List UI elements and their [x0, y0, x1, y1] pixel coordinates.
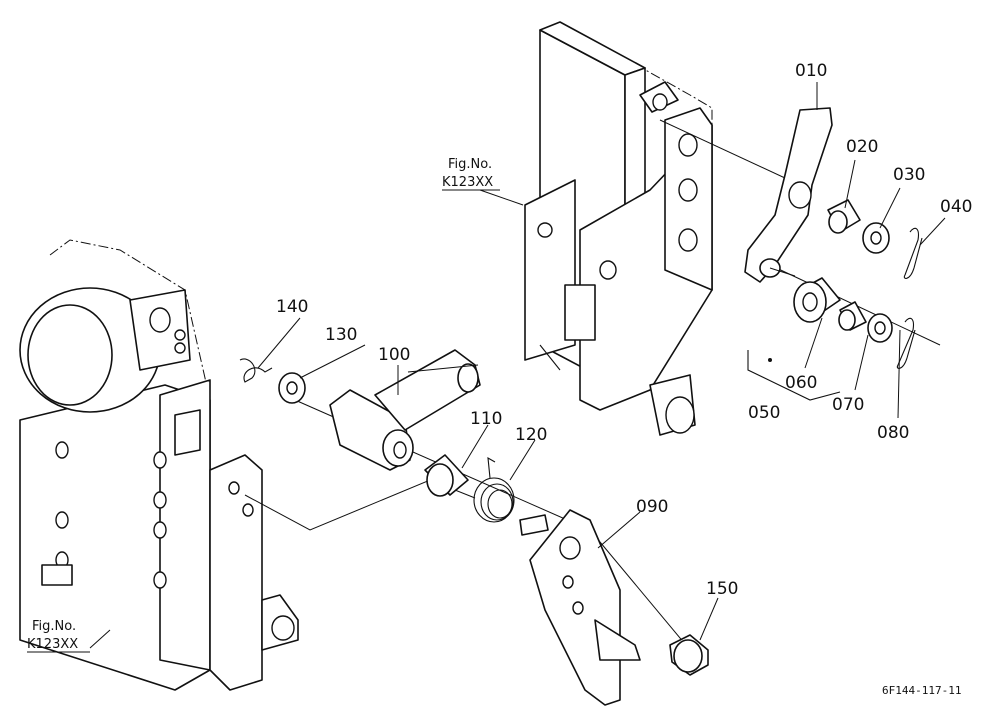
part-150-bolt: [669, 634, 709, 676]
part-080-pin: [896, 317, 916, 369]
part-110-sleeve: [424, 454, 469, 497]
fig-reference-lower: Fig.No. K123XX: [27, 619, 90, 653]
fig-ref-upper-line1: Fig.No.: [448, 157, 492, 172]
part-050-collar: [793, 277, 841, 323]
callout-040: 040: [940, 197, 972, 217]
part-030-washer: [862, 222, 890, 254]
fig-ref-upper-line2: K123XX: [442, 175, 493, 190]
callout-120: 120: [515, 425, 547, 445]
callout-050: 050: [748, 403, 780, 423]
part-100-arm: [329, 349, 481, 471]
part-140-clip: [239, 358, 273, 383]
callout-130: 130: [325, 325, 357, 345]
callout-030: 030: [893, 165, 925, 185]
upper-bracket-assembly: [524, 21, 713, 436]
part-010-lever: [744, 107, 833, 283]
callout-110: 110: [470, 409, 502, 429]
drawing-code: 6F144-117-11: [882, 684, 961, 697]
part-090-plate: [519, 509, 641, 706]
part-050-group-bracket: [747, 350, 841, 401]
fig-ref-lower-line2: K123XX: [27, 637, 78, 652]
lower-bracket-assembly: [19, 239, 299, 691]
part-070-washer: [867, 313, 893, 343]
part-120-spring: [473, 456, 515, 523]
callout-020: 020: [846, 137, 878, 157]
part-130-washer: [278, 372, 306, 404]
callout-010: 010: [795, 61, 827, 81]
callout-090: 090: [636, 497, 668, 517]
part-020-bushing: [827, 199, 861, 234]
callout-140: 140: [276, 297, 308, 317]
part-060-bushing: [838, 301, 867, 331]
fig-ref-lower-line1: Fig.No.: [32, 619, 76, 634]
part-040-pin: [903, 227, 923, 279]
leader-lines: [89, 82, 946, 649]
callout-060: 060: [785, 373, 817, 393]
callout-labels: 010 020 030 040 050 060 070 080 090 100 …: [276, 61, 972, 599]
fig-reference-upper: Fig.No. K123XX: [442, 157, 500, 191]
callout-150: 150: [706, 579, 738, 599]
callout-100: 100: [378, 345, 410, 365]
callout-070: 070: [832, 395, 864, 415]
callout-080: 080: [877, 423, 909, 443]
